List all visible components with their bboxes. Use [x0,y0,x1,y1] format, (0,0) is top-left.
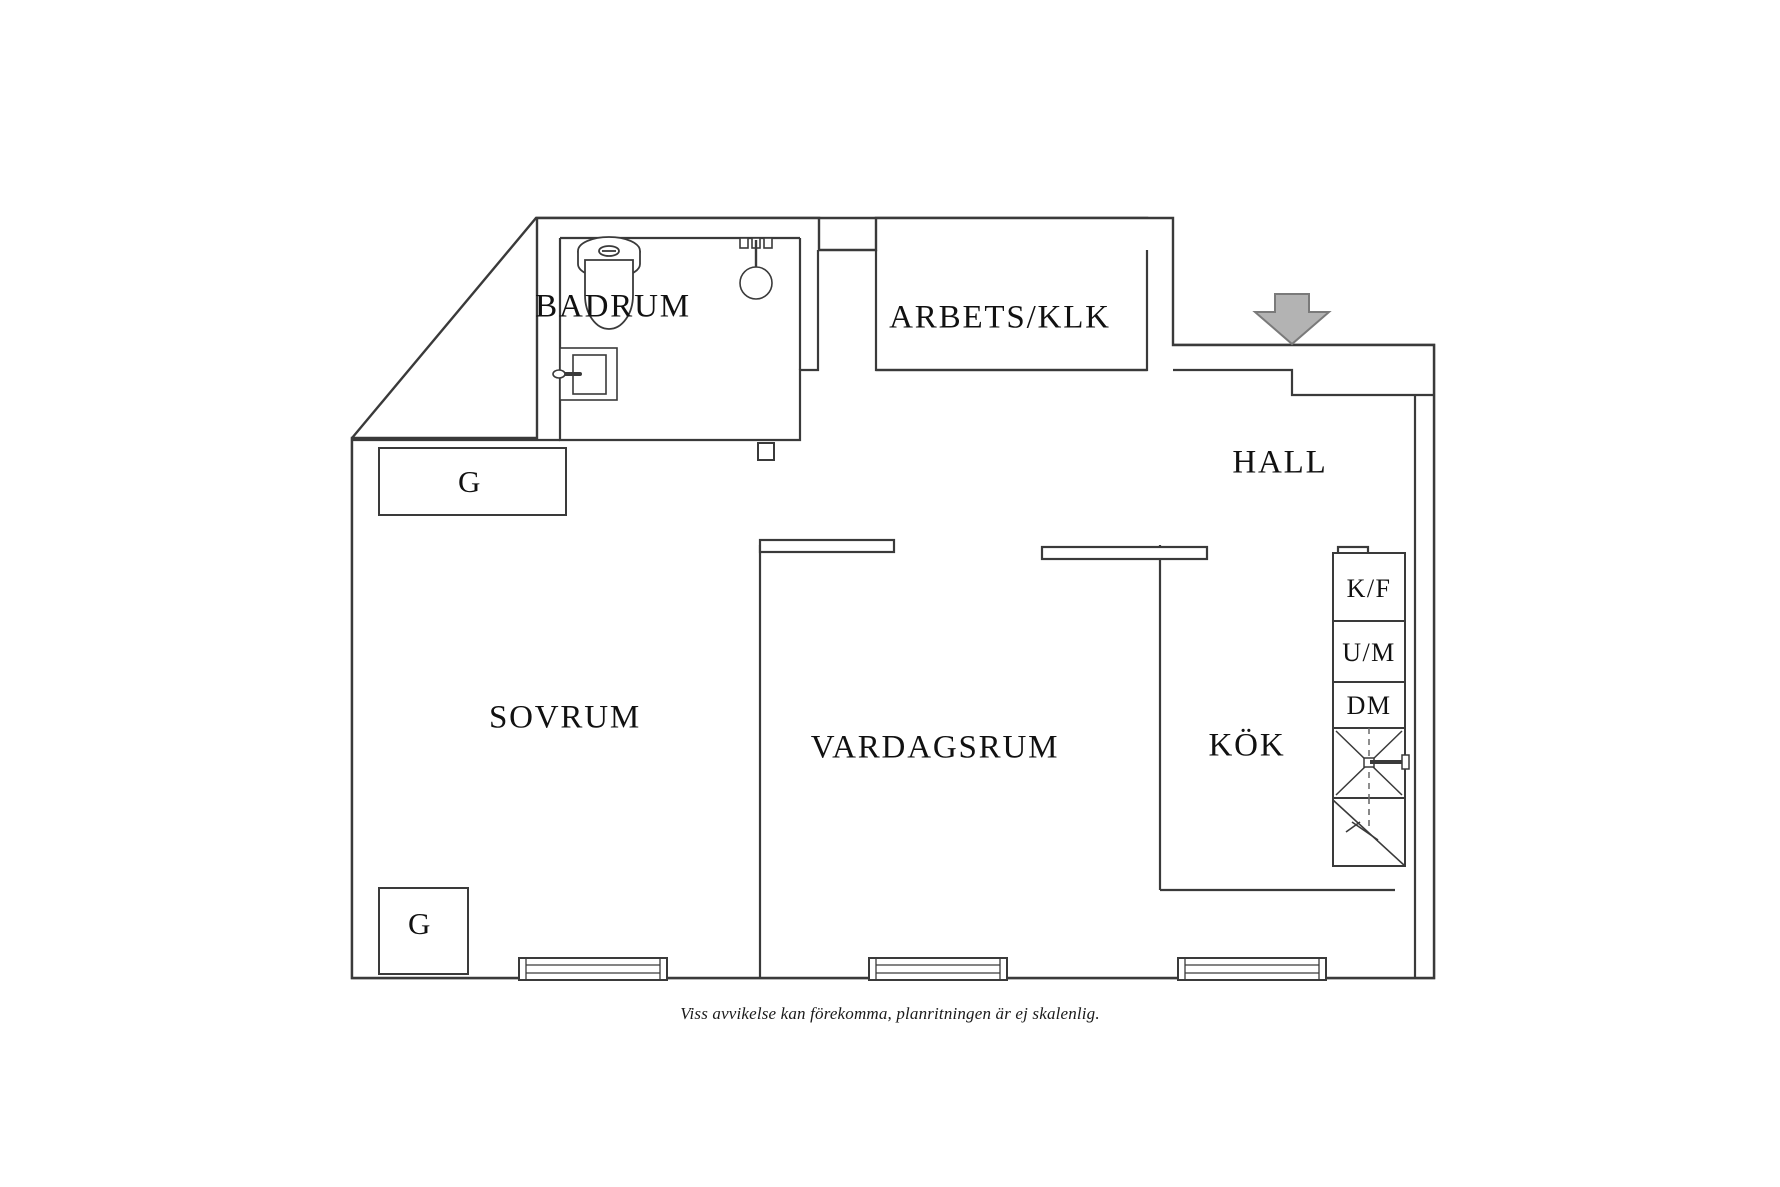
closet-label-garderob-nedre: G [407,906,433,941]
room-label-vardagsrum: VARDAGSRUM [810,729,1060,766]
shower-fixture [739,237,773,300]
appliance-label-kyl-frys: K/F [1346,574,1392,603]
wardrobe-lower [378,887,469,975]
door-header-sovrum-vardagsrum [758,538,896,554]
closet-label-garderob-ovre: G [457,464,483,499]
door-header-vardagsrum-hall [1040,545,1209,561]
hall-entry-wall [1173,368,1434,397]
room-label-kok: KÖK [1208,727,1286,764]
room-label-arbets-klk: ARBETS/KLK [889,299,1111,336]
room-label-sovrum: SOVRUM [488,699,642,736]
shower-rail-a [739,237,749,249]
window-vardagsrum [868,957,1008,981]
shower-head [739,266,773,300]
door-jamb-notch [757,442,775,461]
room-label-badrum: BADRUM [535,288,691,325]
appliance-box-kf [1332,552,1406,622]
toilet-bowl [584,259,634,330]
room-label-hall: HALL [1232,444,1328,481]
window-kok [1177,957,1327,981]
sink-symbol [1332,798,1406,867]
entrance-arrow-icon [1252,293,1332,346]
wardrobes [378,447,567,975]
appliance-label-ugn-mikro: U/M [1342,638,1396,667]
plan-disclaimer-caption: Viss avvikelse kan förekomma, planritnin… [680,1004,1100,1023]
wardrobe-upper [378,447,567,516]
stove-symbol [1335,728,1410,798]
shell-path [350,216,1436,980]
sink-tee-bar [1345,821,1361,833]
appliance-box-um [1332,620,1406,683]
building-shell [350,216,1436,980]
toilet-fixture [577,236,641,330]
shower-rail-c [763,237,773,249]
washbasin-fixture [552,347,618,401]
window-sovrum [518,957,668,981]
window-symbols [518,957,1327,981]
washbasin-tap-knob [552,369,566,379]
stove-tap-head [1401,754,1410,770]
appliance-label-diskmaskin: DM [1346,691,1392,720]
badrum-wall [558,238,820,442]
